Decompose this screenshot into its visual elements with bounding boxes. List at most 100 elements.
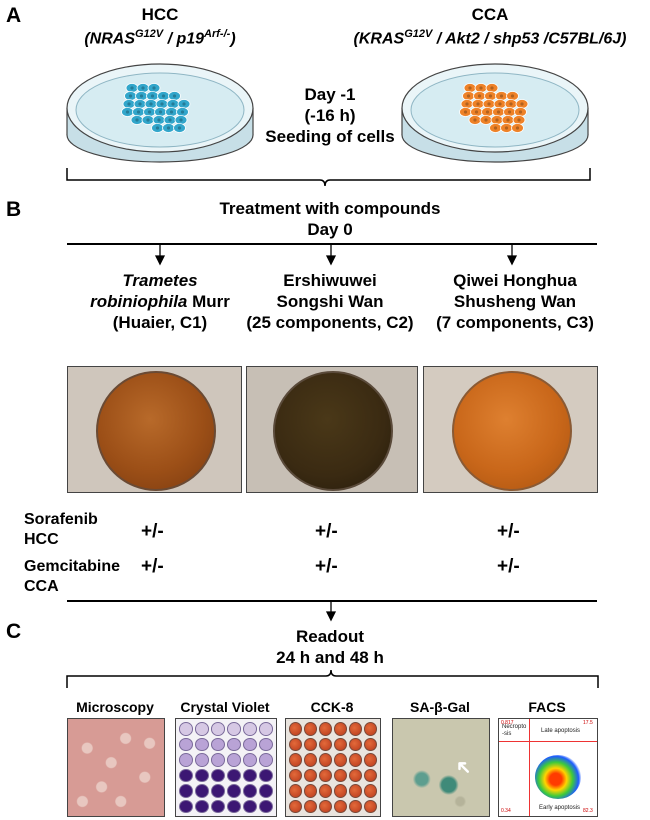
cell-nucleus bbox=[463, 110, 468, 114]
cell-nucleus bbox=[479, 86, 483, 90]
cell-nucleus bbox=[128, 94, 133, 98]
compound-c3-label: Qiwei Honghua Shusheng Wan (7 components… bbox=[436, 271, 594, 332]
cell-nucleus bbox=[150, 94, 155, 98]
cv-well bbox=[259, 753, 273, 767]
cv-well bbox=[179, 799, 193, 813]
cck8-well bbox=[334, 799, 347, 813]
cck8-well bbox=[304, 768, 317, 782]
hcc-title: HCC bbox=[141, 5, 179, 24]
compound-c1-label: Trametes robiniophila Murr (Huaier, C1) bbox=[90, 271, 230, 332]
cell-nucleus bbox=[517, 118, 521, 122]
hcc-genotype: (NRASG12V / p19Arf-/-) bbox=[84, 28, 236, 48]
sorafenib-c3-pm: +/- bbox=[497, 521, 520, 542]
cck8-well bbox=[364, 753, 377, 767]
cotreatment-divider bbox=[67, 600, 597, 602]
cell-nucleus bbox=[161, 94, 166, 98]
cv-well bbox=[227, 737, 241, 751]
cv-well bbox=[243, 799, 257, 813]
crystal-violet-plate bbox=[175, 718, 277, 817]
cv-well bbox=[211, 753, 225, 767]
cv-well bbox=[243, 784, 257, 798]
panel-label-b: B bbox=[6, 198, 22, 221]
cv-well bbox=[195, 722, 209, 736]
cv-well bbox=[227, 784, 241, 798]
cell-nucleus bbox=[125, 110, 130, 114]
cell-nucleus bbox=[466, 94, 471, 98]
treatment-divider bbox=[67, 243, 597, 245]
cell-nucleus bbox=[476, 102, 480, 106]
cck8-well bbox=[334, 737, 347, 751]
cck8-well bbox=[304, 753, 317, 767]
cck8-well bbox=[289, 722, 302, 736]
cell-nucleus bbox=[465, 102, 469, 106]
cck8-well bbox=[349, 784, 362, 798]
cv-well bbox=[227, 722, 241, 736]
cell-nucleus bbox=[515, 126, 520, 130]
cck8-well bbox=[319, 799, 332, 813]
cck8-well bbox=[364, 737, 377, 751]
readout-brace bbox=[66, 669, 599, 688]
assay-label-facs: FACS bbox=[528, 699, 566, 715]
cck8-plate bbox=[285, 718, 381, 817]
cell-nucleus bbox=[130, 86, 134, 90]
cv-well bbox=[227, 799, 241, 813]
cv-well bbox=[179, 784, 193, 798]
cell-nucleus bbox=[166, 126, 171, 130]
cv-well bbox=[179, 768, 193, 782]
well-photo-c3 bbox=[423, 366, 598, 493]
facs-q3: Early apoptosis bbox=[539, 805, 581, 811]
cv-well bbox=[179, 753, 193, 767]
cell-nucleus bbox=[141, 86, 145, 90]
cv-well bbox=[211, 722, 225, 736]
cell-nucleus bbox=[158, 110, 163, 114]
cck8-well bbox=[289, 784, 302, 798]
assay-label-sa-beta-gal: SA-β-Gal bbox=[410, 699, 470, 715]
cell-nucleus bbox=[493, 126, 498, 130]
facs-v-tl: 0.817 bbox=[501, 720, 514, 726]
cck8-well bbox=[349, 799, 362, 813]
cv-well bbox=[195, 784, 209, 798]
cell-nucleus bbox=[179, 118, 183, 122]
cell-nucleus bbox=[477, 94, 482, 98]
cell-nucleus bbox=[155, 126, 160, 130]
cell-nucleus bbox=[177, 126, 182, 130]
cell-nucleus bbox=[160, 102, 164, 106]
cell-nucleus bbox=[499, 94, 504, 98]
cck8-well bbox=[364, 799, 377, 813]
cck8-well bbox=[349, 753, 362, 767]
cca-title: CCA bbox=[471, 5, 509, 24]
cck8-well bbox=[349, 722, 362, 736]
cck8-well bbox=[334, 784, 347, 798]
cell bbox=[173, 123, 186, 133]
cell-nucleus bbox=[474, 110, 479, 114]
cell-nucleus bbox=[504, 126, 509, 130]
cca-cells bbox=[459, 83, 529, 133]
gemcitabine-c2-pm: +/- bbox=[315, 556, 338, 577]
cell-nucleus bbox=[485, 110, 490, 114]
cck8-well bbox=[289, 753, 302, 767]
cv-well bbox=[243, 768, 257, 782]
cell-nucleus bbox=[135, 118, 139, 122]
cck8-well bbox=[319, 753, 332, 767]
cck8-well bbox=[304, 722, 317, 736]
cv-well bbox=[211, 737, 225, 751]
cv-well bbox=[195, 799, 209, 813]
cv-well bbox=[211, 784, 225, 798]
cck8-well bbox=[349, 768, 362, 782]
cck8-well bbox=[334, 753, 347, 767]
cell-nucleus bbox=[147, 110, 152, 114]
cck8-well bbox=[289, 737, 302, 751]
cell-nucleus bbox=[146, 118, 150, 122]
cell-nucleus bbox=[182, 102, 186, 106]
cell-nucleus bbox=[488, 94, 493, 98]
panel-label-c: C bbox=[6, 620, 22, 643]
cell-nucleus bbox=[171, 102, 175, 106]
facs-population bbox=[535, 755, 581, 799]
assay-label-crystal-violet: Crystal Violet bbox=[180, 699, 270, 715]
cell-nucleus bbox=[510, 94, 515, 98]
cv-well bbox=[243, 722, 257, 736]
cell bbox=[511, 123, 524, 133]
cv-well bbox=[259, 784, 273, 798]
cck8-well bbox=[319, 737, 332, 751]
cell-nucleus bbox=[157, 118, 161, 122]
